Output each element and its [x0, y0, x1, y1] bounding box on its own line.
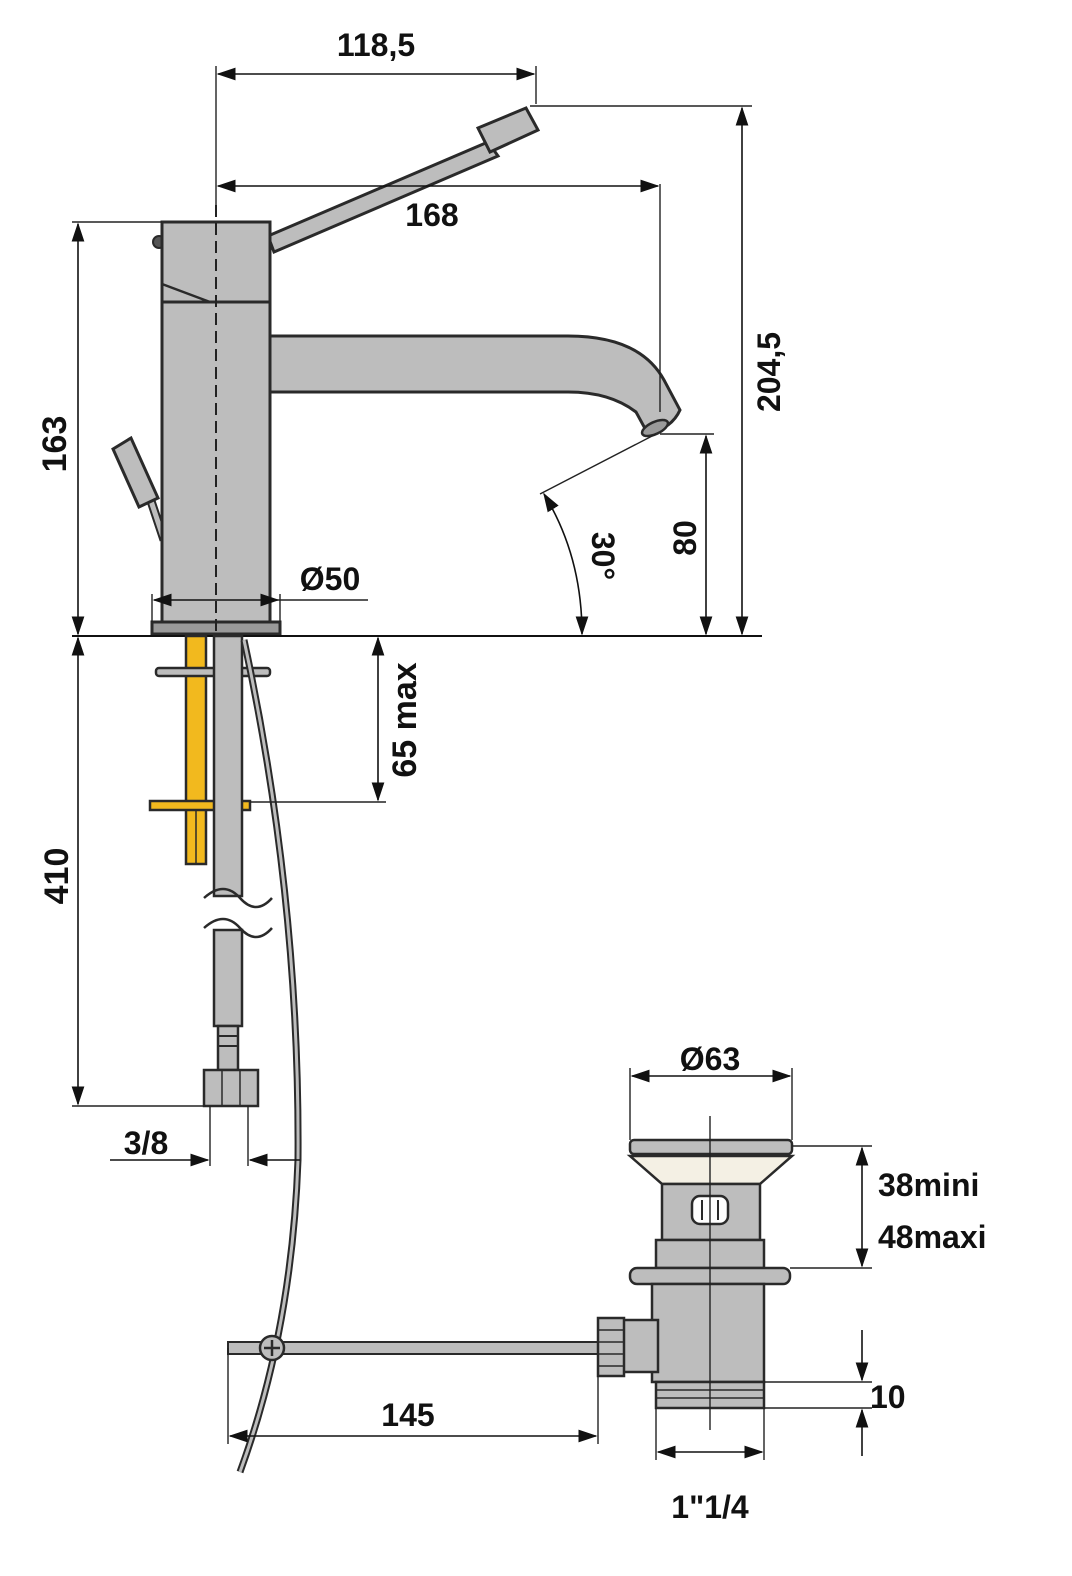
under-counter-fittings [148, 634, 603, 1474]
label-spout-reach: 168 [405, 197, 458, 233]
label-spout-angle: 30° [585, 532, 621, 580]
label-lever-reach: 118,5 [337, 27, 415, 63]
lift-cable [236, 639, 302, 1474]
lever-handle [266, 106, 541, 254]
label-waste-thread: 1"1/4 [671, 1489, 749, 1525]
label-total-height: 204,5 [751, 332, 787, 412]
waste-control-rod [227, 1334, 603, 1362]
spout [260, 334, 682, 438]
mixer-head [152, 220, 272, 304]
label-hose-length: 410 [38, 848, 76, 905]
pop-up-lift-rod [111, 435, 169, 542]
pop-up-waste [596, 1116, 796, 1430]
label-spout-height: 80 [667, 520, 703, 556]
faucet-assembly [111, 106, 682, 640]
label-waste-offset: 10 [870, 1379, 906, 1415]
label-fixing-thickness: 65 max [386, 662, 424, 777]
flexible-hose [202, 634, 273, 1108]
label-waste-max: 48maxi [878, 1219, 987, 1255]
label-body-diameter: Ø50 [300, 561, 360, 597]
label-waste-diameter: Ø63 [680, 1041, 740, 1077]
fixing-nut-plate [148, 799, 252, 812]
label-rod-length: 145 [381, 1397, 434, 1433]
label-hose-thread: 3/8 [124, 1125, 168, 1161]
dimension-labels: 118,5 168 163 204,5 Ø50 30° 80 65 max 41… [36, 27, 987, 1525]
label-waste-min: 38mini [878, 1167, 979, 1203]
dimension-lines [71, 66, 872, 1460]
label-body-height: 163 [36, 416, 74, 473]
